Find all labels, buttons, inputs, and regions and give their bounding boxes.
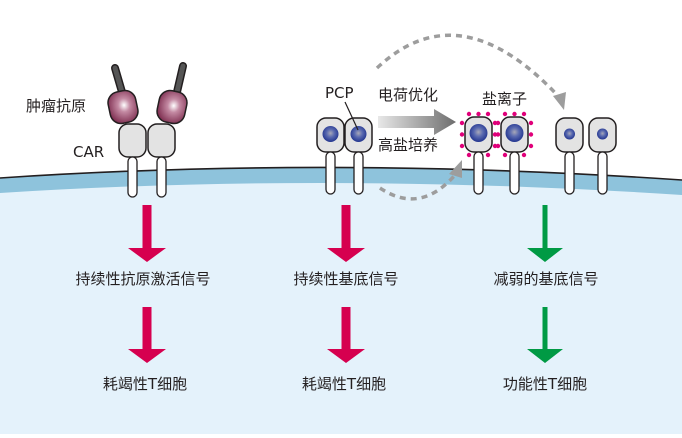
car-stalk [353,151,364,195]
salt-ion-dot [485,111,491,117]
tumor-antigen-label: 肿瘤抗原 [26,97,87,115]
pcp-patch [350,126,367,142]
charge-optimization-label: 电荷优化 [378,86,439,104]
salt-ion-dot [459,120,465,126]
antigen-stalk [174,63,186,95]
optimization-arrow [378,109,456,135]
car-stalk [597,151,608,195]
salt-ions-label: 盐离子 [482,90,528,108]
salt-ion-dot [502,152,508,158]
pcp-patch [505,124,524,142]
exhaustion-arrow-outcome [327,307,365,363]
signal-label-2: 持续性基底信号 [293,270,399,288]
car-label: CAR [73,143,105,161]
salt-ion-dot [521,152,527,158]
exhaustion-arrow-signal [128,205,166,262]
exhaustion-arrow-outcome [128,307,166,363]
salt-ion-dot [459,132,465,137]
signal-label-1: 持续性抗原激活信号 [75,270,211,288]
car-stalk [156,156,167,198]
dashed-arrow-bottom-head [449,160,462,178]
salt-ion-dot [459,143,465,149]
salt-ion-dot [476,111,481,117]
outcome-label-1: 耗竭性T细胞 [102,375,188,393]
pcp-patch [469,124,488,142]
car-stalk [564,151,575,195]
signal-arrows [128,205,563,363]
cell-cytoplasm [0,171,682,434]
outcome-label-2: 耗竭性T细胞 [301,375,387,393]
pcp-label: PCP [325,84,354,102]
outcome-label-3: 功能性T细胞 [502,375,588,393]
tumor-antigen [156,89,188,125]
dashed-arrow-top [375,33,562,100]
salt-ion-dot [528,120,534,126]
pcp-patch [564,128,575,140]
exhaustion-arrow-signal [327,205,365,262]
pcp-patch [322,126,339,142]
functional-arrow-signal [527,205,563,262]
salt-ion-dot [495,120,501,126]
salt-ion-dot [466,152,472,158]
car-stalk [473,151,484,195]
tumor-antigen [107,89,139,125]
car-antigen-group [107,62,188,198]
salt-ion-dot [512,111,517,117]
salt-ion-dot [485,152,491,158]
antigen-stalk [112,65,125,95]
car-pcp-group [316,101,373,195]
dashed-arrow-top-head [553,92,566,110]
salt-ion-dot [495,132,501,137]
car-salt-group [459,111,534,195]
functional-arrow-outcome [527,307,563,363]
car-stalk [127,156,138,198]
salt-ion-dot [521,111,527,117]
car-weakened-group [555,117,617,195]
pcp-pointer-line [344,101,359,131]
salt-ion-dot [528,143,534,149]
salt-ion-dot [495,143,501,149]
car-stalk [325,151,336,195]
pcp-patch [597,128,608,140]
car-stalk [509,151,520,195]
salt-ion-dot [528,132,534,137]
salt-ions [459,111,534,158]
salt-ion-dot [466,111,472,117]
car-receptor [147,123,176,158]
car-receptor [118,123,147,158]
signal-label-3: 减弱的基底信号 [493,270,599,288]
salt-ion-dot [502,111,508,117]
high-salt-culture-label: 高盐培养 [378,136,439,154]
